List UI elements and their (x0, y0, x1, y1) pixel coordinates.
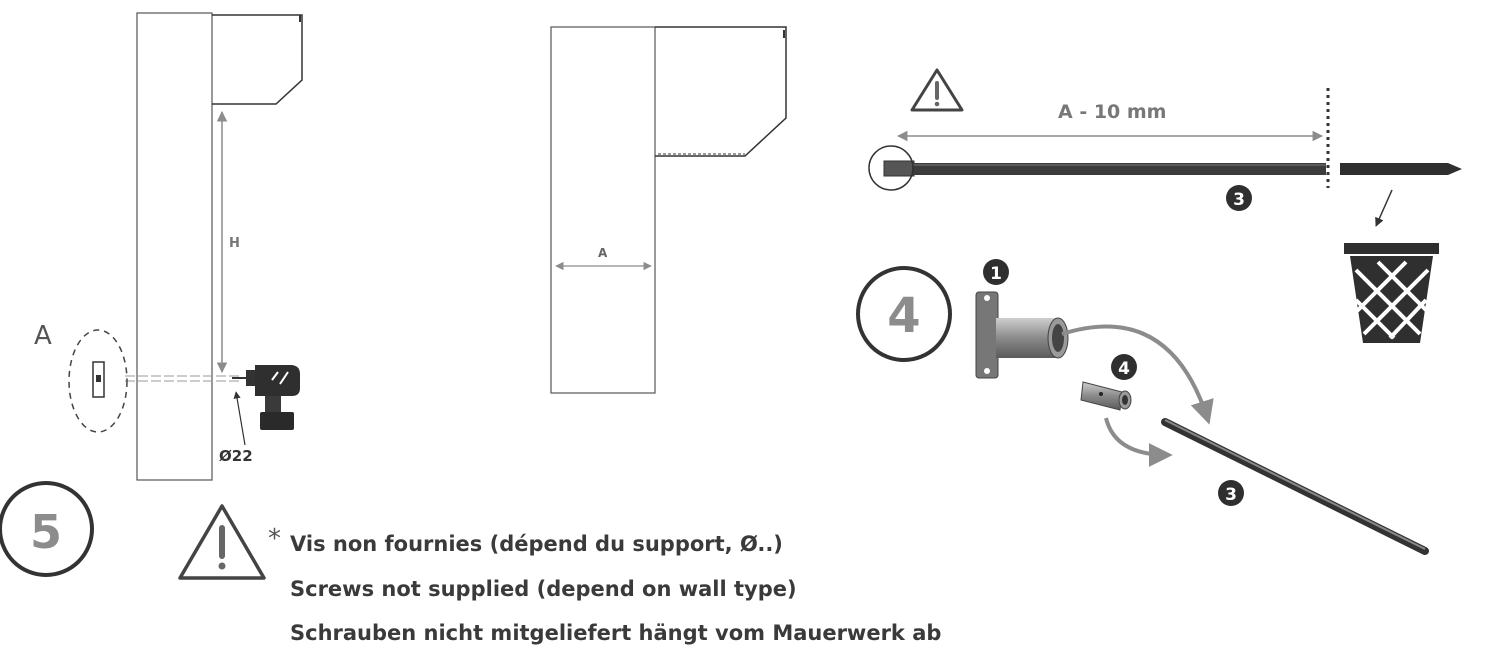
left-wall-panel (136, 12, 213, 481)
part-badge-4: 4 (1111, 354, 1137, 380)
svg-text:3: 3 (1233, 190, 1245, 210)
middle-wall-panel (550, 26, 656, 394)
svg-text:1: 1 (990, 264, 1002, 284)
svg-text:5: 5 (30, 505, 62, 559)
left-cabinet (212, 14, 303, 105)
discard-arrow (1375, 189, 1393, 227)
warning-text-en: Screws not supplied (depend on wall type… (290, 577, 797, 601)
part-badge-3-top: 3 (1226, 185, 1252, 211)
connector-sleeve (1080, 381, 1132, 411)
warning-text-de: Schrauben nicht mitgeliefert hängt vom M… (290, 621, 942, 645)
svg-text:3: 3 (1225, 485, 1237, 505)
rod-length-label: A - 10 mm (1058, 101, 1166, 123)
warning-asterisk: * (268, 524, 281, 554)
detail-circle-a (68, 329, 128, 433)
width-label: A (598, 246, 608, 260)
warning-triangle-icon (910, 68, 964, 112)
warning-triangle-icon (178, 504, 266, 580)
svg-text:4: 4 (1118, 359, 1130, 379)
wall-bracket (975, 291, 1069, 379)
drill-hole-line (125, 375, 240, 382)
part-badge-1: 1 (983, 259, 1009, 285)
step-4-circle: 4 (856, 266, 952, 362)
svg-text:4: 4 (887, 288, 920, 344)
trash-basket-icon (1344, 243, 1439, 343)
assembled-rod (1161, 418, 1429, 555)
rod-offcut (1340, 163, 1462, 175)
rod-end-circle (868, 145, 914, 191)
diameter-label: Ø22 (219, 447, 253, 465)
middle-cabinet (655, 26, 787, 157)
height-label: H (229, 236, 240, 251)
step-5-circle: 5 (0, 481, 94, 577)
warning-text-fr: Vis non fournies (dépend du support, Ø..… (290, 532, 783, 556)
rod (883, 160, 1326, 177)
part-badge-3-bottom: 3 (1218, 480, 1244, 506)
drill-icon (232, 365, 300, 430)
diameter-leader (233, 391, 246, 446)
detail-label-a: A (34, 321, 52, 351)
assembly-arrows (1061, 324, 1214, 467)
